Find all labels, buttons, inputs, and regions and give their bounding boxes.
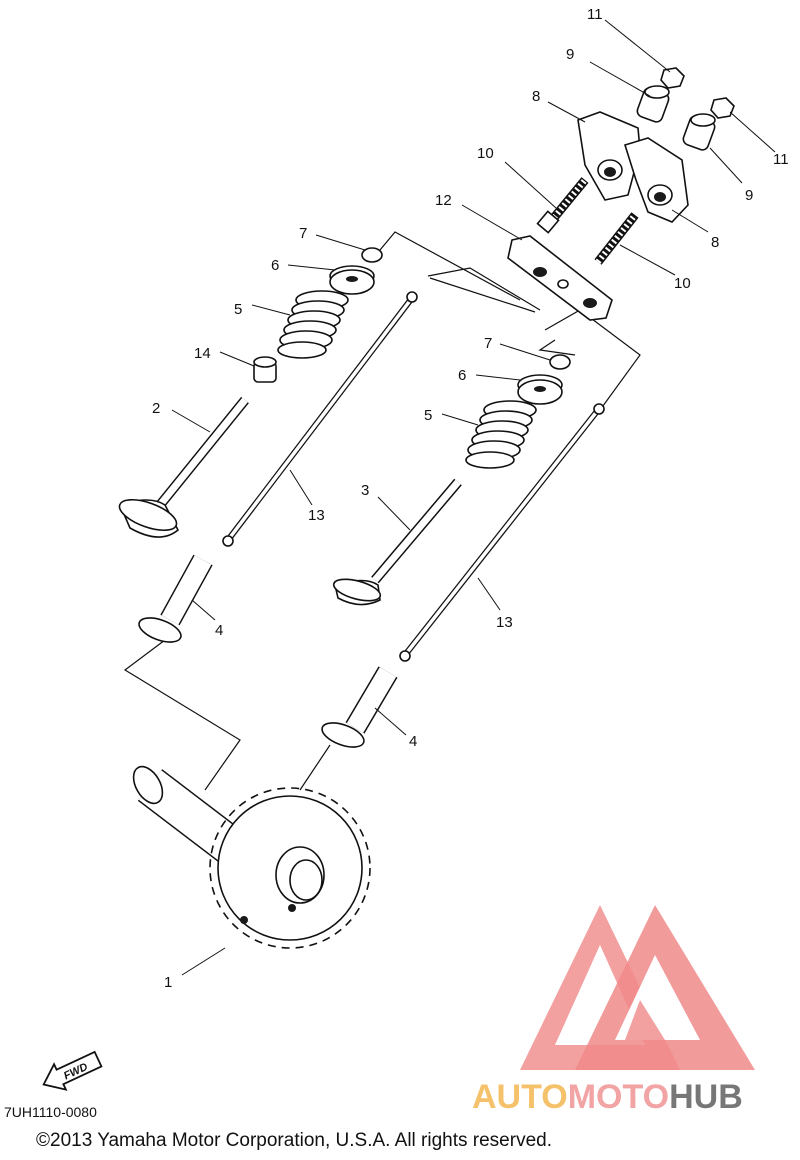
pivot-left: [636, 85, 670, 123]
callout-5-left: 5: [234, 301, 242, 318]
nut-right: [710, 97, 735, 119]
callout-11-top: 11: [587, 6, 603, 23]
guide-plate: [507, 235, 613, 321]
callout-4-right: 4: [409, 733, 417, 750]
collet-right: [549, 354, 571, 370]
callout-8-top: 8: [532, 88, 540, 105]
watermark-auto: AUTO: [472, 1078, 568, 1116]
diagram-code: 7UH1110-0080: [4, 1104, 97, 1120]
callout-11-right: 11: [773, 151, 789, 168]
watermark-text: AUTOMOTOHUB: [472, 1078, 743, 1116]
callout-7-left: 7: [299, 225, 307, 242]
spring-left: [277, 290, 349, 359]
callout-14: 14: [194, 345, 211, 362]
retainer-right: [517, 374, 563, 405]
watermark-logo: [520, 905, 755, 1070]
watermark-moto: MOTO: [568, 1078, 669, 1116]
pivot-right: [682, 113, 716, 151]
stud-left: [536, 177, 589, 234]
fwd-arrow-icon: FWD: [42, 1050, 103, 1091]
copyright-text: ©2013 Yamaha Motor Corporation, U.S.A. A…: [36, 1130, 552, 1151]
pushrod-left: [222, 291, 418, 547]
callouts: 11 9 8 11 10 9 12 7 8 6 10 5 14 7 6 2 5 …: [152, 6, 789, 991]
callout-2: 2: [152, 400, 160, 417]
callout-12: 12: [435, 192, 452, 209]
lifter-right: [321, 666, 398, 748]
spring-right: [465, 400, 537, 469]
rocker-arm-left: [577, 111, 641, 201]
callout-8-right: 8: [711, 234, 719, 251]
callout-9-right: 9: [745, 187, 753, 204]
intake-valve: [332, 478, 462, 606]
collet-left: [361, 247, 383, 263]
callout-1: 1: [164, 974, 172, 991]
callout-6-right: 6: [458, 367, 466, 384]
callout-5-right: 5: [424, 407, 432, 424]
lifter-left: [138, 554, 213, 643]
callout-10-right: 10: [674, 275, 691, 292]
stud-right: [594, 212, 639, 265]
pushrod-right: [399, 403, 605, 662]
callout-13-right: 13: [496, 614, 513, 631]
callout-13-left: 13: [308, 507, 325, 524]
rocker-arm-right: [623, 137, 689, 223]
assembly-lines: [123, 231, 641, 791]
callout-6-left: 6: [271, 257, 279, 274]
callout-3: 3: [361, 482, 369, 499]
callout-7-right: 7: [484, 335, 492, 352]
watermark-hub: HUB: [669, 1078, 743, 1116]
camshaft: [132, 765, 371, 949]
callout-9-top: 9: [566, 46, 574, 63]
valve-seal: [253, 356, 277, 383]
callout-4-left: 4: [215, 622, 223, 639]
nut-left: [660, 67, 685, 89]
exhaust-valve: [118, 396, 249, 538]
retainer-left: [329, 265, 375, 295]
callout-leaders: [171, 19, 776, 976]
callout-10-top: 10: [477, 145, 494, 162]
